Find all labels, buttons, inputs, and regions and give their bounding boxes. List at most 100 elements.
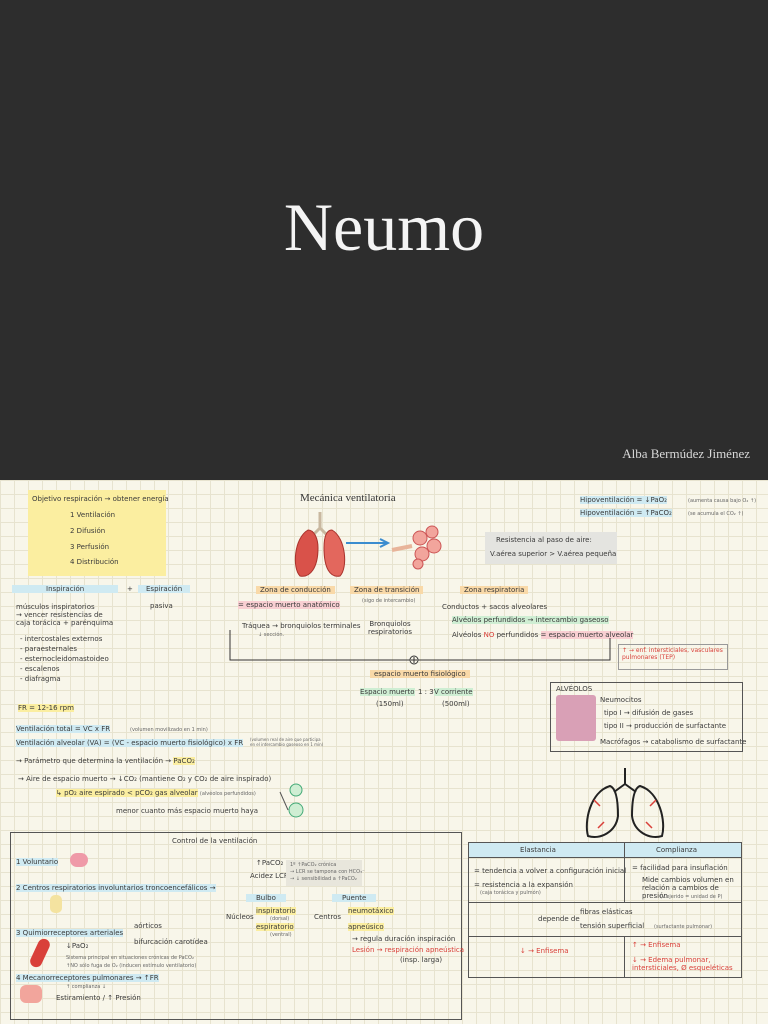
- elast-def2-note: (caja torácica y pulmón): [480, 890, 541, 896]
- tipo1-text: tipo I → difusión de gases: [604, 709, 694, 717]
- zona-transicion: Zona de transición: [350, 586, 424, 594]
- compl-edema: ↓ → Edema pulmonar, intersticiales, Ø es…: [632, 956, 733, 972]
- brainstem-icon: [50, 895, 62, 913]
- gas-exchange-icon: [279, 783, 304, 818]
- alv-perfundidos: Alvéolos perfundidos → intercambio gaseo…: [452, 616, 609, 624]
- inspiratorio-note: (dorsal): [270, 916, 290, 922]
- brain-icon: [70, 853, 88, 867]
- compl-def2-note: (V.ejerido = unidad de P): [660, 894, 723, 900]
- paco2-text: ↑PaCO₂: [256, 859, 284, 867]
- alveolos-box: [550, 682, 743, 752]
- musculos-text: músculos inspiratorios: [16, 603, 95, 611]
- vent-total: Ventilación total = VC x FR: [16, 725, 111, 733]
- tension-note: (surfactante pulmonar): [654, 924, 713, 930]
- resistencia-box: [485, 532, 617, 564]
- resistencia-line: Resistencia al paso de aire:: [496, 536, 592, 544]
- control-sistema: Sistema principal en situaciones crónica…: [66, 955, 194, 961]
- control-item-2: 2 Centros respiratorios involuntarios tr…: [16, 884, 216, 892]
- hipo-note: (se acumula el CO₂ ↑): [688, 511, 744, 517]
- control-item-1: 1 Voluntario: [16, 858, 59, 866]
- puente-label: Puente: [332, 894, 377, 902]
- param-value: PaCO₂: [173, 757, 195, 765]
- elastancia-title: Elastancia: [520, 846, 556, 854]
- muscle-item: - intercostales externos: [20, 635, 103, 643]
- lung-illustration: [294, 512, 346, 577]
- bifurcacion-text: bifurcación carotídea: [134, 938, 208, 946]
- control-item-3: 3 Quimiorreceptores arteriales: [16, 929, 124, 937]
- espacio-anatomico: = espacio muerto anatómico: [238, 601, 340, 609]
- hipo-line: Hipoventilación = ↑PaCO₂: [580, 509, 672, 517]
- bulbo-label: Bulbo: [246, 894, 286, 902]
- objetivo-heading: Objetivo respiración → obtener energía: [32, 495, 169, 503]
- objetivo-item: 4 Distribución: [70, 558, 119, 566]
- espiratorio-note: (ventral): [270, 932, 292, 938]
- inspiratorio-label: inspiratorio: [256, 907, 296, 915]
- mecanica-title: Mecánica ventilatoria: [300, 492, 396, 504]
- ratio-text: 1 : 3: [418, 688, 434, 696]
- traquea-note: ↓ sección.: [258, 632, 285, 638]
- alv-no-perfundidos: Alvéolos NO perfundidos = espacio muerto…: [452, 631, 634, 639]
- traquea-text: Tráquea → bronquiolos terminales: [242, 622, 361, 630]
- brace-lines: [229, 630, 611, 665]
- tep-text: ↑ → enf. intersticiales, vasculares pulm…: [622, 647, 723, 661]
- control-item-2-text: 2 Centros respiratorios involuntarios tr…: [16, 884, 216, 892]
- arrow-icon: [346, 538, 391, 548]
- cover-author: Alba Bermúdez Jiménez: [622, 446, 750, 461]
- menor-line: menor cuanto más espacio muerto haya: [116, 807, 259, 815]
- param-line: → Parámetro que determina la ventilación…: [16, 757, 195, 765]
- hipo-note: (aumenta causa bajo O₂ ↑): [688, 498, 757, 504]
- tension-text: tensión superficial: [580, 922, 645, 930]
- regula-text: → regula duración inspiración: [352, 935, 456, 943]
- ml500: (500ml): [442, 700, 470, 708]
- aorticos-text: aórticos: [134, 922, 162, 930]
- po2-note: (alvéolos perfundidos): [199, 791, 256, 797]
- control-item-4-text: 4 Mecanorreceptores pulmonares → ↑FR: [16, 974, 159, 982]
- alv-no-b: NO: [483, 631, 495, 639]
- caja-text: caja torácica + parénquima: [16, 619, 114, 627]
- inspiracion-label: Inspiración: [12, 585, 119, 593]
- note-box: [286, 860, 362, 886]
- elast-enfisema: ↓ → Enfisema: [520, 947, 569, 955]
- objetivo-item: 1 Ventilación: [70, 511, 116, 519]
- neumotaxico-label: neumotáxico: [348, 907, 394, 915]
- apneusico-label: apneúsico: [348, 923, 384, 931]
- muscle-item: - diafragma: [20, 675, 61, 683]
- control-item-3-text: 3 Quimiorreceptores arteriales: [16, 929, 124, 937]
- po2-text: ↳ pO₂ aire espirado < pCO₂ gas alveolar: [56, 789, 198, 797]
- complianza-title: Complianza: [656, 846, 698, 854]
- fibras-text: fibras elásticas: [580, 908, 633, 916]
- lesion-text: Lesión → respiración apneústica: [352, 946, 465, 954]
- table-divider-v: [624, 842, 625, 902]
- cover-slide: Neumo Alba Bermúdez Jiménez: [0, 0, 768, 480]
- elast-compl-table: [468, 842, 742, 978]
- acidez-text: Acidez LCR: [250, 872, 289, 880]
- espacio-muerto-label: Espacio muerto: [360, 688, 415, 696]
- vent-alveolar: Ventilación alveolar (VA) = (VC - espaci…: [16, 739, 244, 747]
- note-line: → LCR se tampona con HCO₃⁻: [290, 869, 365, 875]
- zona-conduccion: Zona de conducción: [256, 586, 335, 594]
- param-text: → Parámetro que determina la ventilación…: [16, 757, 172, 765]
- alv-perfundidos-text: Alvéolos perfundidos → intercambio gaseo…: [452, 616, 609, 624]
- espiratorio-label: espiratorio: [256, 923, 294, 931]
- note-line: → ↓ sensibilidad a ↑PaCO₂: [290, 876, 357, 882]
- elastancia-header: [469, 843, 624, 857]
- po2-line: ↳ pO₂ aire espirado < pCO₂ gas alveolar …: [56, 789, 256, 797]
- cover-title: Neumo: [283, 189, 485, 265]
- conductos-text: Conductos + sacos alveolares: [442, 603, 548, 611]
- control-i4c: ↑ complianza ↓: [66, 984, 107, 990]
- vent-total-note: (volumen movilizado en 1 min): [130, 727, 208, 733]
- control-i4b: Estiramiento / ↑ Presión: [56, 994, 141, 1002]
- lesion2-text: (insp. larga): [400, 956, 443, 964]
- control-item-1-text: 1 Voluntario: [16, 858, 59, 866]
- neumocitos-text: Neumocitos: [600, 696, 642, 704]
- resistencia-line: V.aérea superior > V.aérea pequeña: [490, 550, 617, 558]
- nucleos-label: Núcleos: [226, 913, 254, 921]
- vcorriente-label: V corriente: [434, 688, 473, 696]
- objetivo-item: 2 Difusión: [70, 527, 106, 535]
- aire-line: → Aire de espacio muerto → ↓CO₂ (mantien…: [18, 775, 272, 783]
- espacio-fisiologico: espacio muerto fisiológico: [370, 670, 470, 678]
- lung-small-icon: [20, 985, 42, 1003]
- table-divider-v2: [624, 936, 625, 978]
- bronquiolos-text: Bronquiolos respiratorios: [367, 620, 412, 636]
- depende-text: depende de: [538, 915, 580, 923]
